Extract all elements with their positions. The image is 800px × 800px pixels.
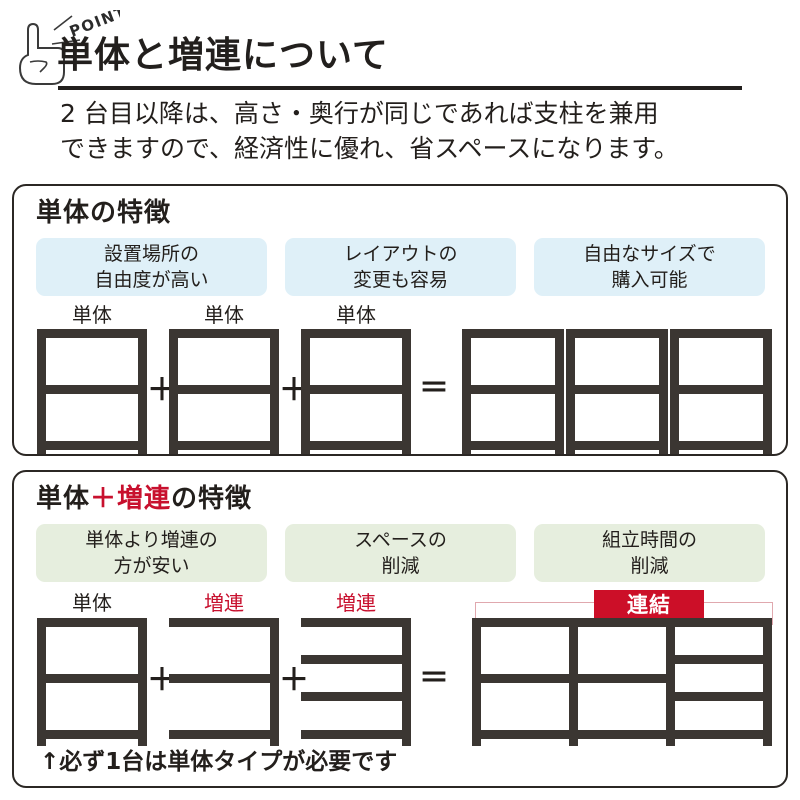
rack-label-standalone-3: 単体 [336, 303, 376, 327]
panel-addon-features: 単体＋増連の特徴 単体より増連の 方が安い スペースの 削減 組立時間の 削減 … [12, 470, 788, 788]
operator-equals: ＝ [419, 371, 449, 406]
connect-badge: 連結 [594, 590, 704, 619]
chip-line-2: 購入可能 [611, 269, 688, 291]
chip-line-2: 変更も容易 [352, 269, 448, 291]
chip-line-1: スペースの [354, 529, 447, 551]
standalone-equation-diagram: 単体 単体 単体 ＋ ＋ ＝ [14, 303, 786, 454]
chip-line-1: 単体より増連の [85, 529, 218, 551]
panel-addon-title: 単体＋増連の特徴 [36, 484, 252, 514]
subtitle: 2 台目以降は、高さ・奥行が同じであれば支柱を兼用 できますので、経済性に優れ、… [60, 96, 760, 166]
operator-plus-2: ＋ [279, 373, 309, 408]
panel-standalone-title-text: 単体の特徴 [36, 198, 172, 228]
title-underline [58, 86, 742, 90]
rack-result-standalone-1 [462, 329, 564, 454]
chip-line-2: 削減 [381, 555, 420, 577]
rack-addon-2 [301, 618, 411, 746]
rack-label-standalone-2: 単体 [204, 303, 244, 327]
panel-standalone-features: 単体の特徴 設置場所の 自由度が高い レイアウトの 変更も容易 自由なサイズで … [12, 184, 788, 456]
rack-label-standalone-1: 単体 [72, 303, 112, 327]
page-title: 単体と増連について [57, 36, 757, 76]
rack-standalone-1 [37, 329, 147, 454]
feature-chip: 単体より増連の 方が安い [36, 524, 267, 582]
page-title-text: 単体と増連について [57, 35, 389, 76]
rack-result-connected [472, 618, 772, 746]
feature-chip: 設置場所の 自由度が高い [36, 238, 267, 296]
chip-line-1: 設置場所の [103, 243, 199, 265]
panel-addon-title-accent: ＋増連 [90, 484, 172, 514]
operator-plus-1: ＋ [147, 373, 177, 408]
addon-footnote: ↑必ず1台は単体タイプが必要です [40, 749, 398, 775]
connect-badge-label: 連結 [627, 592, 671, 617]
standalone-feature-chip-list: 設置場所の 自由度が高い レイアウトの 変更も容易 自由なサイズで 購入可能 [36, 238, 766, 296]
subtitle-line-1: 2 台目以降は、高さ・奥行が同じであれば支柱を兼用 [60, 99, 659, 128]
chip-line-1: 自由なサイズで [583, 243, 716, 265]
point-hand-icon: POINT [8, 10, 120, 92]
operator-equals: ＝ [419, 661, 449, 696]
subtitle-line-2: できますので、経済性に優れ、省スペースになります。 [60, 134, 679, 163]
rack-label-addon-1: 単体 [72, 591, 112, 615]
rack-standalone-3 [301, 329, 411, 454]
panel-addon-title-part2: の特徴 [171, 484, 253, 514]
rack-result-standalone-3 [670, 329, 772, 454]
rack-addon-standalone [37, 618, 147, 746]
chip-line-2: 削減 [630, 555, 669, 577]
chip-line-2: 方が安い [113, 555, 190, 577]
feature-chip: スペースの 削減 [285, 524, 516, 582]
feature-chip: 組立時間の 削減 [534, 524, 765, 582]
rack-addon-1 [169, 618, 279, 746]
chip-line-1: レイアウトの [343, 243, 458, 265]
feature-chip: 自由なサイズで 購入可能 [534, 238, 765, 296]
header: POINT 単体と増連について 2 台目以降は、高さ・奥行が同じであれば支柱を兼… [0, 0, 800, 172]
feature-chip: レイアウトの 変更も容易 [285, 238, 516, 296]
rack-label-addon-3: 増連 [336, 591, 376, 615]
panel-standalone-title: 単体の特徴 [36, 198, 171, 228]
operator-plus-1: ＋ [147, 663, 177, 698]
rack-label-addon-2: 増連 [204, 591, 244, 615]
panel-addon-title-part1: 単体 [36, 484, 91, 514]
addon-equation-diagram: 単体 増連 増連 ＋ ＋ ＝ [14, 590, 786, 786]
rack-result-standalone-2 [566, 329, 668, 454]
operator-plus-2: ＋ [279, 663, 309, 698]
rack-standalone-2 [169, 329, 279, 454]
chip-line-1: 組立時間の [601, 529, 697, 551]
chip-line-2: 自由度が高い [94, 269, 209, 291]
addon-feature-chip-list: 単体より増連の 方が安い スペースの 削減 組立時間の 削減 [36, 524, 766, 582]
